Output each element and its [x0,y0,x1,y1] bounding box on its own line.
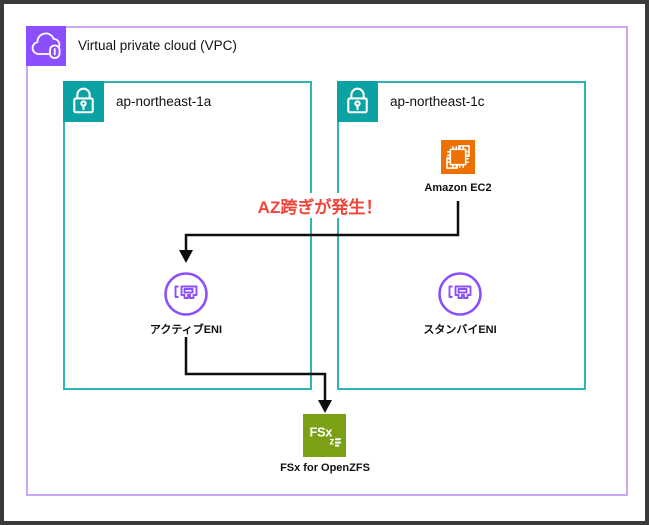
vpc-group-box [26,26,628,496]
active-eni-label: アクティブENI [149,324,223,336]
fsx-openzfs-icon: FSx z [303,414,346,457]
network-interface-icon-standby [437,271,483,317]
fsx-label: FSx for OpenZFS [280,462,370,474]
az-box-ap-northeast-1a [63,81,312,390]
svg-text:FSx: FSx [309,425,333,440]
network-interface-icon-active [163,271,209,317]
lock-icon [337,81,378,122]
svg-text:z: z [329,437,334,448]
az-label-ap-northeast-1c: ap-northeast-1c [390,94,485,109]
standby-eni-label: スタンバイENI [423,324,497,336]
vpc-cloud-icon [26,26,66,66]
az-crossing-annotation: AZ跨ぎが発生！ [255,193,385,218]
ec2-chip-icon [441,140,475,174]
ec2-label: Amazon EC2 [424,182,492,194]
lock-icon [63,81,104,122]
az-box-ap-northeast-1c [337,81,586,390]
vpc-title: Virtual private cloud (VPC) [78,38,237,53]
az-label-ap-northeast-1a: ap-northeast-1a [116,94,212,109]
